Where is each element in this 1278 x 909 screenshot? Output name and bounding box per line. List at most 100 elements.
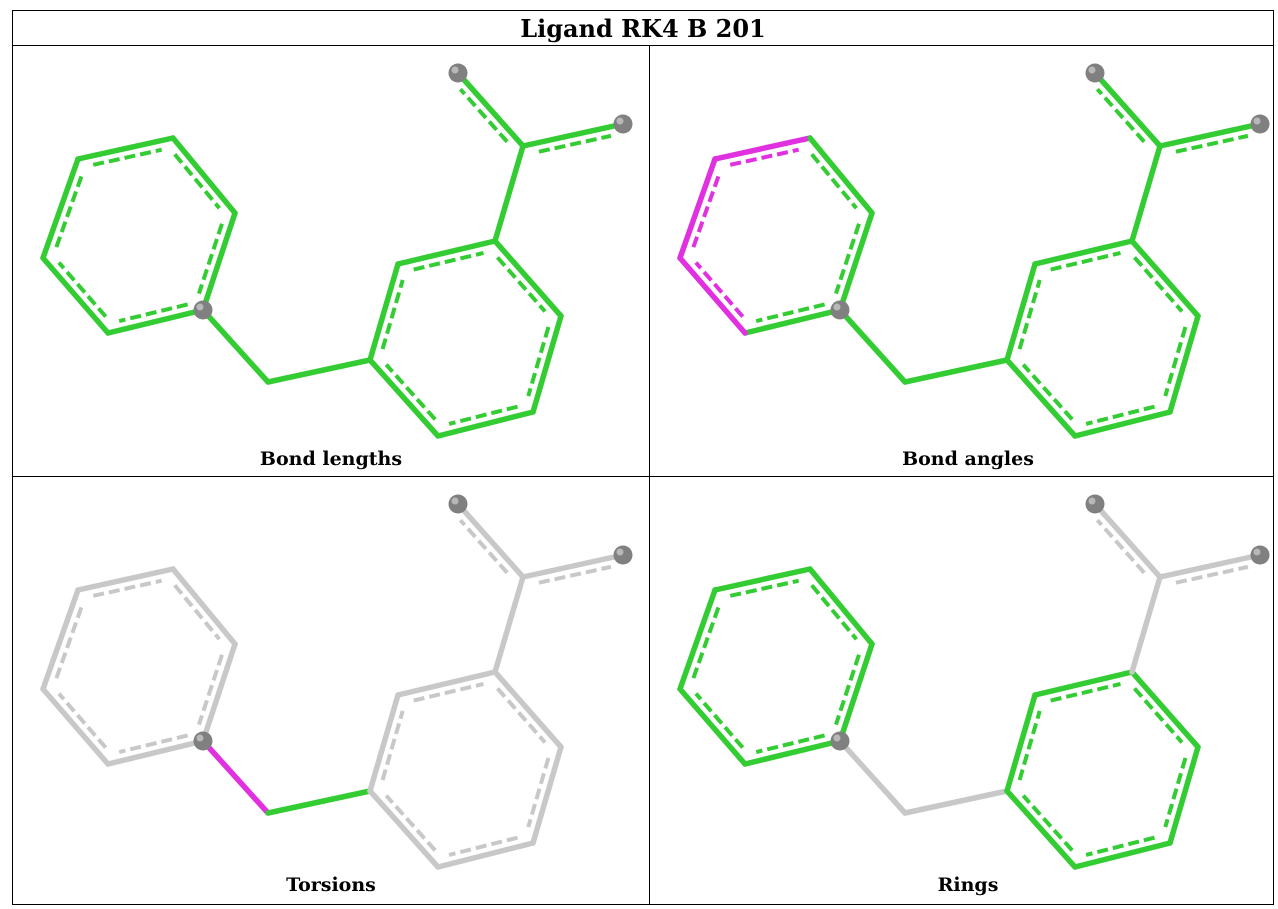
bond-B3-C5 [492,143,526,244]
bond-B1-B2 [367,692,401,794]
bond-B5-B6 [435,840,536,870]
aromatic-dash-A2-A3 [173,152,221,210]
bond-CH2-B1 [265,357,373,385]
aromatic-dash-A3-A4 [834,223,861,295]
bond-A3-A4 [837,641,875,744]
aromatic-dash-B2-B3 [1050,251,1121,272]
bond-A2-A3 [807,566,875,647]
aromatic-dash-B1-B2 [380,710,405,781]
atom-sphere-M1 [1085,63,1105,83]
bond-B3-C5 [1129,143,1163,244]
aromatic-dash-A5-A6 [57,692,108,749]
bond-A5-A6 [677,686,748,767]
bond-B6-B1 [367,788,441,870]
bond-CH2-B1 [902,788,1010,816]
bond-B3-B4 [1129,238,1201,319]
aromatic-dash-B3-B4 [495,687,547,744]
aromatic-dash-B3-B4 [495,256,547,313]
aromatic-dash-A4-A5 [118,733,189,754]
bond-A3-A4 [200,210,238,313]
bond-B3-B4 [492,669,564,750]
aromatic-dash-A5-A6 [57,261,108,318]
bond-B2-B3 [395,238,498,267]
aromatic-dash-C5-M2 [1175,564,1249,585]
bond-A1-A2 [712,566,813,593]
bond-A4-CH2 [200,738,271,816]
aromatic-dash-B4-B5 [526,757,551,828]
bond-A5-A6 [40,686,111,767]
bond-A2-A3 [170,566,238,647]
bond-B1-B2 [1004,692,1038,794]
aromatic-dash-B1-B2 [1017,710,1042,781]
bond-C5-M1 [1092,501,1163,580]
bond-B4-B5 [1167,313,1201,415]
atom-highlight-A4 [196,303,204,311]
panel-bond-lengths: Bond lengths [13,46,649,476]
bond-CH2-B1 [902,357,1010,385]
bond-A5-A6 [677,255,748,336]
atom-sphere-M2 [613,545,633,565]
aromatic-dash-A2-A3 [810,152,858,210]
atom-highlight-M1 [451,497,459,505]
aromatic-dash-A2-A3 [810,583,858,641]
aromatic-dash-B6-B1 [1021,794,1074,852]
atom-sphere-M2 [613,114,633,134]
aromatic-dash-B1-B2 [380,279,405,350]
aromatic-dash-B4-B5 [526,326,551,397]
figure-table: Ligand RK4 B 201 Bond lengths Bond angle… [12,10,1274,905]
aromatic-dash-A6-A1 [691,175,721,248]
molecule-bond-lengths [40,63,633,439]
bond-B4-B5 [1167,744,1201,846]
aromatic-dash-A5-A6 [694,692,745,749]
aromatic-dash-B2-B3 [413,682,484,703]
bond-B4-B5 [530,744,564,846]
atom-sphere-M2 [1250,114,1270,134]
bond-A1-A2 [75,135,176,162]
aromatic-dash-C5-M1 [458,87,509,144]
atom-highlight-M2 [616,548,624,556]
bond-A4-A5 [105,738,206,767]
bond-B1-B2 [367,261,401,363]
aromatic-dash-A5-A6 [694,261,745,318]
bond-C5-M2 [1157,121,1263,149]
aromatic-dash-C5-M2 [538,564,612,585]
bond-A4-A5 [742,307,843,336]
bond-B5-B6 [1072,840,1173,870]
aromatic-dash-B6-B1 [384,363,437,421]
aromatic-dash-A4-A5 [755,302,826,323]
aromatic-dash-B2-B3 [413,251,484,272]
aromatic-dash-A3-A4 [197,654,224,726]
bond-C5-M1 [455,501,526,580]
atom-highlight-A4 [833,303,841,311]
bond-A5-A6 [40,255,111,336]
aromatic-dash-B5-B6 [448,404,518,426]
aromatic-dash-C5-M1 [1095,518,1146,575]
bond-C5-M2 [520,121,626,149]
atom-sphere-M2 [1250,545,1270,565]
caption-torsions: Torsions [286,874,376,896]
atom-highlight-A4 [833,734,841,742]
bond-A6-A1 [40,587,81,692]
bond-A2-A3 [807,135,875,216]
aromatic-dash-A3-A4 [197,223,224,295]
bond-A4-CH2 [200,307,271,385]
bond-A1-A2 [75,566,176,593]
aromatic-dash-A4-A5 [118,302,189,323]
bond-B5-B6 [435,409,536,439]
bond-B3-B4 [1129,669,1201,750]
bond-B4-B5 [530,313,564,415]
atom-highlight-M2 [1253,117,1261,125]
bond-B6-B1 [1004,357,1078,439]
aromatic-dash-B5-B6 [1085,404,1155,426]
panel-rings: Rings [650,477,1278,907]
aromatic-dash-A1-A2 [92,578,163,598]
atom-sphere-A4 [830,300,850,320]
bond-B6-B1 [1004,788,1078,870]
bond-B6-B1 [367,357,441,439]
atom-sphere-A4 [193,300,213,320]
molecule-torsions [40,494,633,870]
bond-C5-M2 [520,552,626,580]
atom-highlight-M1 [1088,66,1096,74]
bond-A3-A4 [837,210,875,313]
aromatic-dash-B1-B2 [1017,279,1042,350]
